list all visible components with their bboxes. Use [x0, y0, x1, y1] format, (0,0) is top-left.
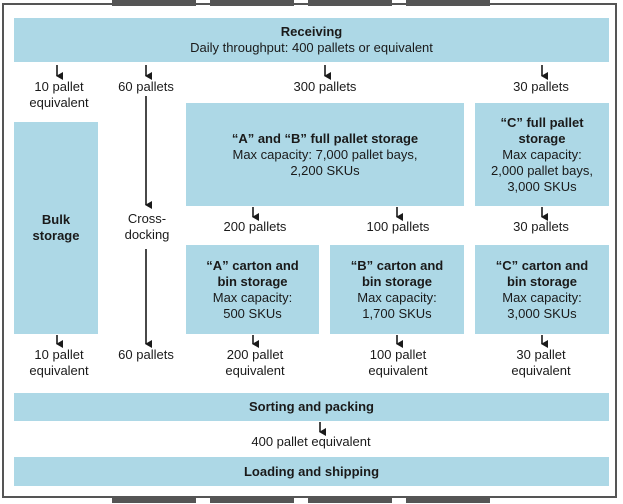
dock-door	[308, 0, 392, 6]
flow-label-ab-in: 300 pallets	[293, 79, 357, 94]
flow-label-c-in: 30 pallets	[513, 79, 569, 94]
a-carton-capacity: Max capacity:500 SKUs	[212, 289, 293, 321]
flow-label-b-carton: 100 pallets	[366, 219, 430, 234]
dock-door	[210, 497, 294, 503]
c-full-pallet-capacity: Max capacity:2,000 pallet bays,3,000 SKU…	[491, 146, 593, 194]
c-carton-capacity: Max capacity:3,000 SKUs	[502, 289, 582, 321]
ab-full-pallet-title: “A” and “B” full pallet storage	[231, 130, 419, 146]
b-carton-capacity: Max capacity:1,700 SKUs	[357, 289, 437, 321]
flow-label-a-carton: 200 pallets	[223, 219, 287, 234]
flow-label-c-carton: 30 pallets	[513, 219, 569, 234]
ab-full-pallet-skus: 2,200 SKUs	[290, 162, 360, 178]
receiving-box: Receiving Daily throughput: 400 pallets …	[14, 18, 609, 62]
dock-door	[210, 0, 294, 6]
receiving-title: Receiving	[280, 24, 343, 39]
dock-door	[406, 497, 490, 503]
flow-label-final: 400 pallet equivalent	[251, 434, 371, 449]
flow-label-cross-in: 60 pallets	[118, 79, 174, 94]
sorting-packing-title: Sorting and packing	[249, 399, 374, 414]
cross-docking-label: Cross-docking	[112, 211, 182, 243]
dock-door	[112, 497, 196, 503]
flow-label-cross-out: 60 pallets	[118, 347, 174, 362]
receiving-subtitle: Daily throughput: 400 pallets or equival…	[190, 40, 433, 55]
dock-door	[308, 497, 392, 503]
sorting-packing-box: Sorting and packing	[14, 393, 609, 421]
ab-full-pallet-storage-box: “A” and “B” full pallet storage Max capa…	[186, 103, 464, 206]
dock-door	[112, 0, 196, 6]
ab-full-pallet-capacity: Max capacity: 7,000 pallet bays,	[232, 146, 418, 162]
loading-shipping-box: Loading and shipping	[14, 457, 609, 486]
loading-shipping-title: Loading and shipping	[243, 463, 380, 479]
dock-door	[406, 0, 490, 6]
